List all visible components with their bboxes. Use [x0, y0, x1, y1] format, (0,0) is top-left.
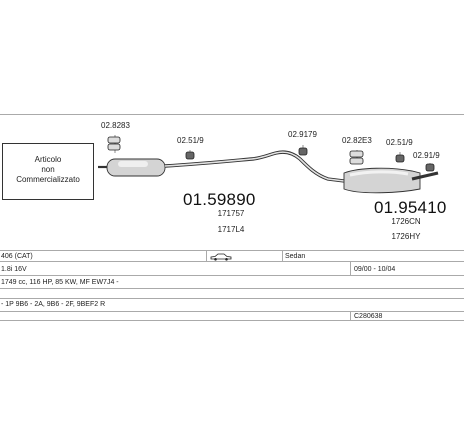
vehicle-body-type: Sedan: [285, 253, 306, 260]
table-rule-3: [0, 275, 464, 276]
table-rule-4: [0, 288, 464, 289]
middle-silencer-ref-1: 171757: [217, 209, 245, 218]
part-clamp-left[interactable]: 02.8283: [101, 121, 130, 130]
rear-silencer-ref-1: 1726CN: [391, 217, 421, 226]
table-rule-6: [0, 311, 464, 312]
sedan-car-icon: [210, 253, 232, 261]
vehicle-engine: 1.8i 16V: [1, 266, 27, 273]
clamp-left-shape: [107, 136, 121, 151]
table-col-divider-4: [350, 311, 351, 320]
catalog-code: C280638: [354, 313, 383, 320]
vehicle-model: 406 (CAT): [1, 253, 33, 260]
table-col-divider-3: [350, 261, 351, 275]
middle-silencer-ref-2: 1717L4: [217, 225, 245, 234]
table-rule-1: [0, 250, 464, 251]
rear-silencer-number[interactable]: 01.95410: [374, 198, 447, 217]
rear-silencer-ref-2: 1726HY: [391, 232, 421, 241]
table-rule-5: [0, 298, 464, 299]
part-bracket-3[interactable]: 02.51/9: [386, 138, 413, 147]
not-available-note: Articolo non Commercializzato: [2, 143, 94, 200]
middle-silencer-number[interactable]: 01.59890: [183, 190, 256, 209]
part-bracket-4[interactable]: 02.91/9: [413, 151, 440, 160]
part-bracket-1[interactable]: 02.51/9: [177, 136, 204, 145]
middle-silencer-shape: [98, 158, 166, 177]
clamp-right-shape: [349, 150, 364, 165]
vehicle-engine-codes: - 1P 9B6 - 2A, 9B6 - 2F, 9BEF2 R: [1, 301, 106, 308]
rear-silencer-shape: [343, 167, 439, 194]
vehicle-years: 09/00 - 10/04: [354, 266, 396, 273]
table-rule-7: [0, 320, 464, 321]
table-rule-2: [0, 261, 464, 262]
part-clamp-right[interactable]: 02.82E3: [342, 136, 372, 145]
note-line-1: Articolo: [34, 155, 62, 164]
table-col-divider-2: [282, 250, 283, 261]
vehicle-specs: 1749 cc, 116 HP, 85 KW, MF EW7J4 -: [1, 279, 119, 286]
table-col-divider-1: [206, 250, 207, 261]
part-bracket-2[interactable]: 02.9179: [288, 130, 317, 139]
hanger-shapes: [185, 147, 435, 172]
top-rule: [0, 114, 464, 115]
exhaust-diagram: [98, 135, 439, 194]
note-line-3: Commercializzato: [16, 175, 80, 184]
note-line-2: non: [41, 165, 55, 174]
